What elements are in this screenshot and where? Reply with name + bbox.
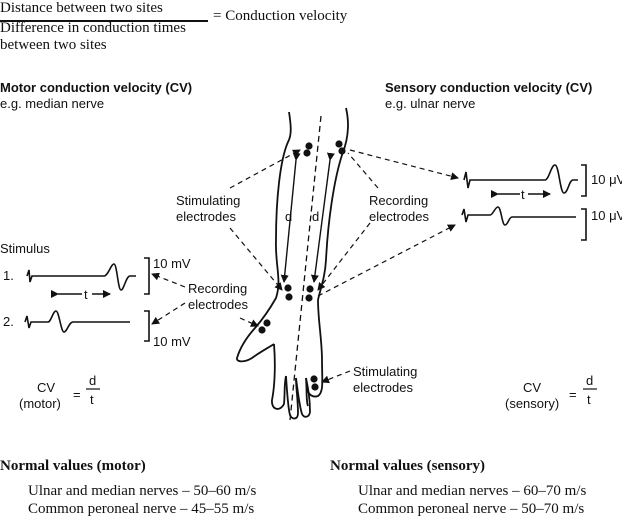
- motor-cv-denominator: t: [90, 392, 94, 407]
- sensory-title: Sensory conduction velocity (CV): [385, 80, 593, 95]
- sensory-cv-label: CV: [523, 380, 542, 395]
- electrode-stim-wrist-1: [284, 284, 292, 292]
- electrode-rec-wrist-1: [306, 285, 314, 293]
- motor-scale-2: 10 mV: [153, 334, 191, 349]
- electrode-stim-upper-1: [305, 142, 313, 150]
- arrow-stim-label-to-upper: [229, 149, 301, 189]
- distance-label-left: d: [285, 209, 293, 224]
- sensory-trace-1: [463, 164, 578, 194]
- normal-values-motor-title: Normal values (motor): [0, 458, 146, 474]
- arrow-rec-label-to-hand: [239, 317, 259, 327]
- normal-values-motor-item: Ulnar and median nerves – 50–60 m/s: [28, 483, 257, 499]
- motor-cv-numerator: d: [89, 373, 97, 388]
- formula-numerator: Distance between two sites: [0, 0, 163, 16]
- arrow-rec-label-to-upper: [347, 152, 379, 189]
- normal-values-sensory-item: Ulnar and median nerves – 60–70 m/s: [358, 483, 587, 499]
- distance-arrow-right: [310, 152, 335, 283]
- motor-cv-equals: =: [73, 387, 81, 402]
- electrode-stim-wrist-2: [285, 293, 293, 301]
- finger-index: [285, 375, 299, 420]
- electrode-rec-hand-2: [258, 326, 266, 334]
- thumb: [271, 343, 287, 410]
- formula-denominator-line1: Difference in conduction times: [0, 20, 186, 36]
- formula-denominator-line2: between two sites: [0, 37, 107, 53]
- sensory-scale-bracket-2: [581, 208, 587, 241]
- sensory-cv-sub: (sensory): [505, 396, 560, 411]
- stimulating-electrodes-label-lower: Stimulating electrodes: [353, 364, 418, 395]
- sensory-cv-denominator: t: [587, 392, 591, 407]
- sensory-cv-numerator: d: [586, 373, 594, 388]
- arrow-rec-label-to-trace1: [151, 272, 186, 288]
- stimulus-label: Stimulus: [0, 241, 50, 256]
- arrow-stim-label-to-wrist: [229, 227, 283, 291]
- arm-right-edge: [306, 107, 349, 398]
- electrode-rec-upper-1: [335, 140, 343, 148]
- arrow-stim-bottom-to-finger: [321, 370, 351, 384]
- electrode-stim-finger-2: [311, 383, 319, 391]
- motor-traces: [24, 257, 150, 342]
- electrode-stim-finger-1: [310, 375, 318, 383]
- sensory-cv-equals: =: [569, 387, 577, 402]
- motor-cv-label: CV: [37, 380, 56, 395]
- arrow-upper-to-sensory-trace1: [349, 149, 459, 181]
- motor-time-label: t: [84, 287, 88, 302]
- motor-scale-1: 10 mV: [153, 256, 191, 271]
- normal-values-motor-item: Common peroneal nerve – 45–55 m/s: [28, 501, 255, 517]
- normal-values-sensory-title: Normal values (sensory): [330, 458, 485, 474]
- electrodes: [258, 140, 346, 391]
- motor-example: e.g. median nerve: [0, 96, 105, 111]
- arm-left-edge: [236, 111, 292, 363]
- trace-1-number: 1.: [3, 268, 14, 283]
- motor-title: Motor conduction velocity (CV): [0, 80, 193, 95]
- sensory-scale-bracket-1: [581, 164, 587, 197]
- electrode-rec-hand-1: [263, 319, 271, 327]
- formula-fraction-bar: [0, 20, 208, 22]
- distance-arrow-left: [280, 152, 301, 283]
- motor-scale-bracket-2: [144, 310, 150, 342]
- sensory-scale-2: 10 μV: [591, 208, 622, 223]
- pointer-arrows: [151, 149, 459, 384]
- sensory-trace-2: [461, 206, 576, 226]
- distance-label-right: d: [312, 209, 320, 224]
- electrode-rec-upper-2: [338, 147, 346, 155]
- distance-arrows: [280, 152, 335, 283]
- sensory-traces: [461, 164, 587, 241]
- motor-cv-sub: (motor): [19, 396, 61, 411]
- sensory-time-label: t: [521, 187, 525, 202]
- electrode-rec-wrist-2: [305, 294, 313, 302]
- finger-ring: [305, 377, 309, 407]
- stimulating-electrodes-label-upper: Stimulating electrodes: [176, 193, 241, 224]
- recording-electrodes-label-lower: Recording electrodes: [188, 281, 248, 312]
- recording-electrodes-label-upper: Recording electrodes: [369, 193, 429, 224]
- sensory-example: e.g. ulnar nerve: [385, 96, 476, 111]
- sensory-scale-1: 10 μV: [591, 172, 622, 187]
- normal-values-sensory-item: Common peroneal nerve – 50–70 m/s: [358, 501, 585, 517]
- trace-2-number: 2.: [3, 314, 14, 329]
- arrow-rec-label-to-trace2: [151, 302, 186, 325]
- finger-middle: [295, 377, 311, 418]
- formula-result: = Conduction velocity: [213, 8, 348, 24]
- arm-outline: [236, 107, 349, 421]
- motor-trace-1: [26, 263, 136, 291]
- motor-scale-bracket-1: [144, 257, 150, 295]
- motor-trace-2: [24, 310, 130, 333]
- arrow-wrist-to-sensory-trace2: [317, 224, 456, 297]
- electrode-stim-upper-2: [303, 149, 311, 157]
